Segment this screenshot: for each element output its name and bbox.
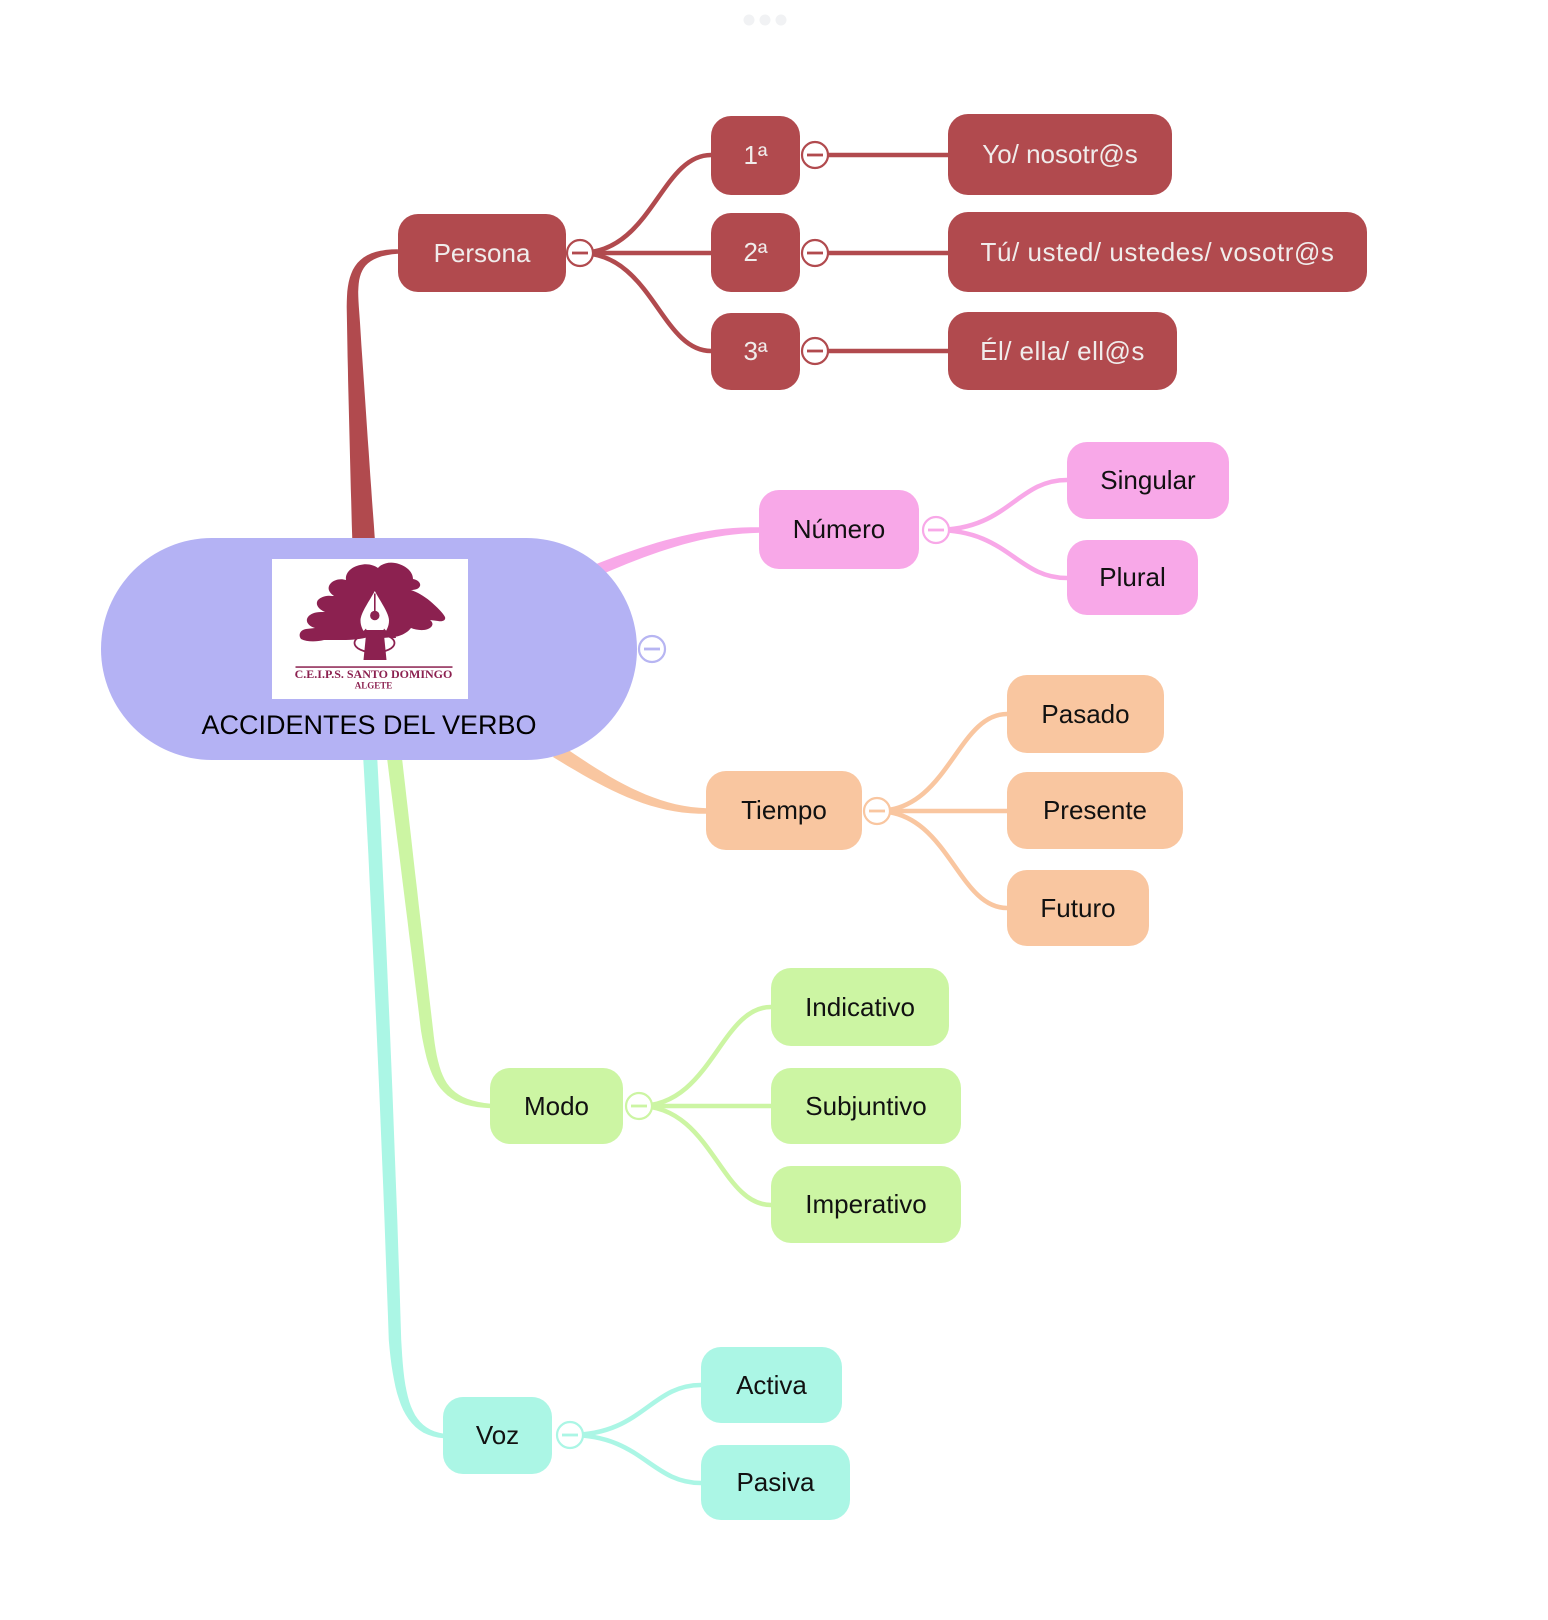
svg-text:C.E.I.P.S. SANTO DOMINGO: C.E.I.P.S. SANTO DOMINGO [295, 667, 453, 681]
svg-text:ALGETE: ALGETE [355, 681, 393, 691]
